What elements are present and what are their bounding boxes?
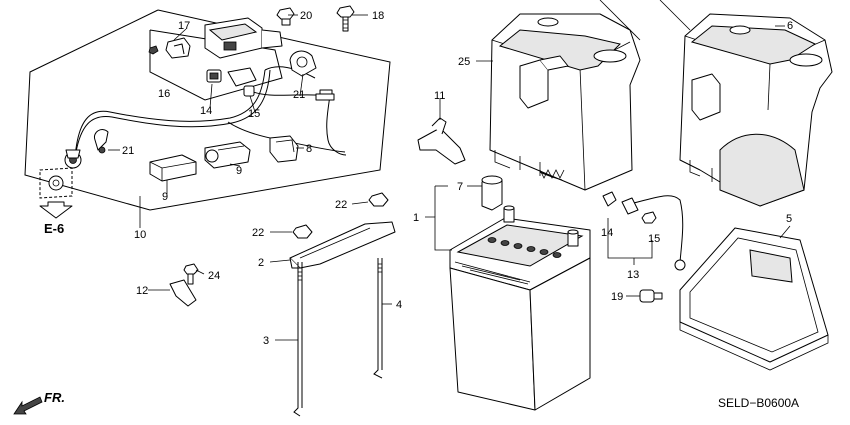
relay-clip [148, 37, 191, 59]
callout-21-upper: 21 [293, 89, 305, 101]
diagram-ref-code: SELD−B0600A [718, 396, 799, 410]
callout-14-left: 14 [200, 105, 212, 117]
terminal-cap-8 [269, 135, 299, 163]
fuse-box [204, 17, 283, 59]
ground-cable [315, 89, 347, 156]
callout-8: 8 [306, 143, 312, 155]
callout-16: 16 [158, 88, 170, 100]
callout-labels: 17 20 18 25 6 16 21 11 14 15 21 8 9 9 10… [122, 10, 793, 347]
hold-down-rod-3 [293, 262, 303, 417]
callout-19: 19 [611, 291, 623, 303]
bolt-19 [639, 289, 663, 303]
callout-15-left: 15 [248, 108, 260, 120]
callout-18: 18 [372, 10, 384, 22]
cable-clamp-21-left [93, 129, 109, 154]
negative-cable-13 [602, 191, 686, 271]
callout-15-right: 15 [648, 233, 660, 245]
battery-1 [449, 205, 591, 411]
bracket-12 [169, 279, 197, 307]
terminal-bolt-7 [481, 175, 503, 211]
callout-25: 25 [458, 56, 470, 68]
cable-clamp-21-upper [289, 50, 317, 77]
callout-1: 1 [413, 212, 419, 224]
battery-terminals [503, 205, 579, 247]
callout-4: 4 [396, 299, 402, 311]
nut-22-upper [368, 192, 389, 207]
callout-13: 13 [627, 269, 639, 281]
callout-2: 2 [258, 257, 264, 269]
terminal-cover-9a [149, 154, 197, 182]
callout-5: 5 [786, 213, 792, 225]
nut-22-lower [292, 224, 313, 239]
callout-20: 20 [300, 10, 312, 22]
callout-11: 11 [434, 90, 445, 102]
callout-10: 10 [134, 229, 146, 241]
bolt-24 [183, 263, 199, 285]
bracket-11 [417, 117, 466, 165]
callout-12: 12 [136, 285, 148, 297]
front-marker-label: FR. [44, 390, 65, 405]
callout-17: 17 [178, 20, 190, 32]
battery-cable-harness [64, 66, 346, 169]
leader-lines [108, 14, 791, 341]
callout-22-upper: 22 [335, 199, 347, 211]
callout-24: 24 [208, 270, 220, 282]
callout-3: 3 [263, 335, 269, 347]
grommet-e6 [39, 167, 73, 219]
harness-connector [206, 67, 257, 97]
terminal-cover-9b [204, 141, 251, 169]
callout-21-left: 21 [122, 145, 134, 157]
battery-tray-5 [679, 227, 829, 371]
callout-7: 7 [457, 181, 463, 193]
bolt-20 [276, 7, 295, 26]
callout-9-right: 9 [236, 165, 242, 177]
battery-box-25 [489, 0, 641, 191]
battery-cell-caps [487, 237, 562, 258]
nut-15-right [641, 211, 657, 224]
section-ref-e6: E-6 [44, 221, 64, 236]
hold-down-rod-4 [373, 258, 383, 379]
bolt-18 [336, 5, 355, 32]
battery-box-cover-6 [659, 0, 833, 207]
callout-14-right: 14 [601, 227, 613, 239]
callout-6: 6 [787, 20, 793, 32]
callout-9-left: 9 [162, 191, 168, 203]
front-direction-arrow [13, 396, 43, 415]
callout-22-lower: 22 [252, 227, 264, 239]
